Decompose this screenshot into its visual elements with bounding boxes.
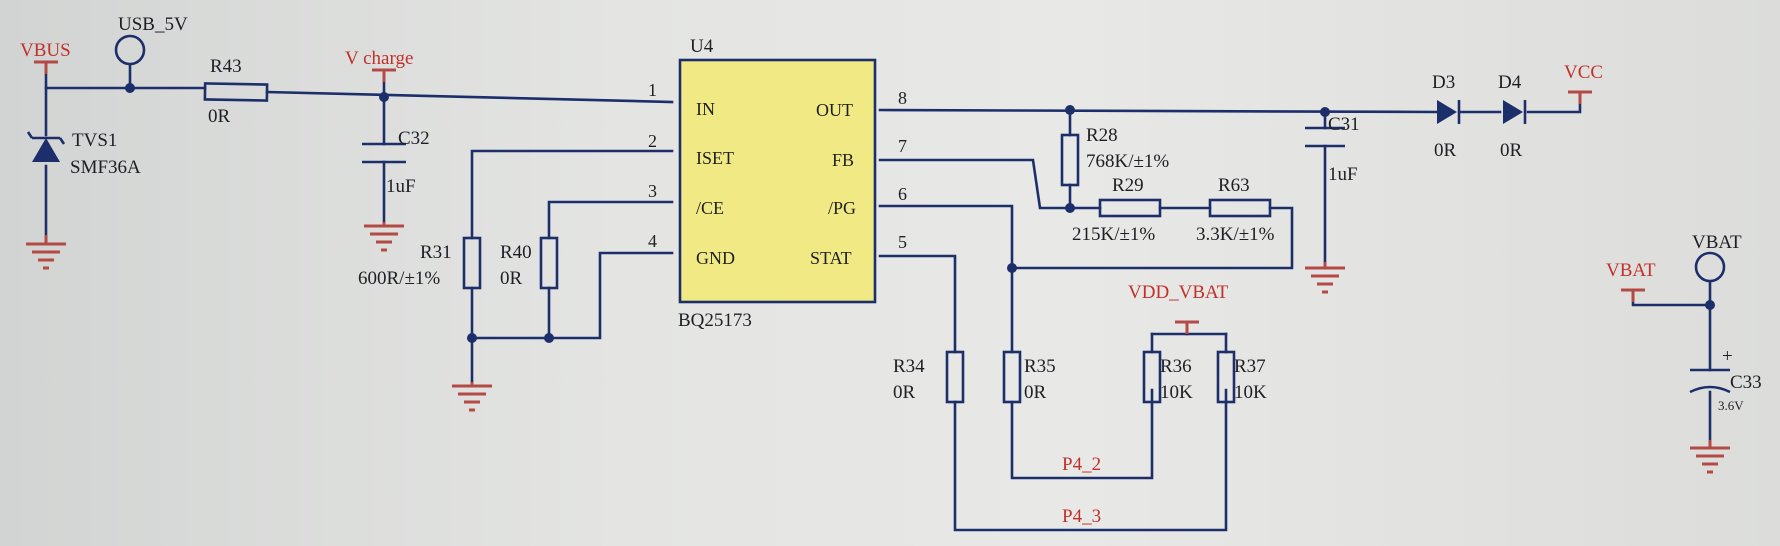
test-points: USB_5V VBAT (114, 14, 1742, 283)
net-usb-5v: USB_5V (118, 14, 188, 35)
d4-ref: D4 (1498, 72, 1522, 93)
r35-value: 0R (1024, 382, 1047, 403)
c33-value: 3.6V (1718, 398, 1744, 413)
c31-ref: C31 (1328, 114, 1360, 135)
r31-value: 600R/±1% (358, 268, 440, 289)
pin-7-num: 7 (898, 136, 907, 156)
pin-stat: STAT (810, 248, 852, 268)
r43-value: 0R (208, 106, 231, 127)
d3-ref: D3 (1432, 72, 1455, 93)
d3: D3 0R (1432, 72, 1461, 161)
pin-fb: FB (832, 150, 854, 170)
c32-value: 1uF (386, 176, 416, 197)
net-vbus: VBUS (20, 40, 71, 61)
pin-5-num: 5 (898, 232, 907, 252)
c31: C31 1uF (1305, 114, 1360, 185)
tvs1: TVS1 SMF36A (26, 130, 141, 178)
pin-2-num: 2 (648, 131, 657, 151)
pin-3-num: 3 (648, 181, 657, 201)
r63-ref: R63 (1218, 175, 1250, 196)
d4-value: 0R (1500, 140, 1523, 161)
ground-icon (1305, 262, 1345, 294)
r28: R28 768K/±1% (1060, 125, 1169, 187)
net-vcc: VCC (1564, 62, 1603, 83)
r40: R40 0R (500, 236, 559, 290)
r29: R29 215K/±1% (1072, 175, 1162, 245)
c32-ref: C32 (398, 128, 430, 149)
ic-u4: U4 BQ25173 1 2 3 4 IN ISET /CE GND 8 7 6… (648, 36, 907, 331)
pin-8-num: 8 (898, 88, 907, 108)
r31: R31 600R/±1% (358, 236, 482, 290)
r34-ref: R34 (893, 356, 925, 377)
r35: R35 0R (1002, 350, 1056, 404)
tvs1-value: SMF36A (70, 157, 141, 178)
r29-value: 215K/±1% (1072, 224, 1155, 245)
r36: R36 10K (1142, 350, 1193, 404)
ground-icon (364, 222, 404, 252)
junctions (125, 83, 1715, 343)
c33-ref: C33 (1730, 372, 1762, 393)
diode-icon (1503, 100, 1523, 124)
ground-icon (452, 382, 492, 412)
r31-ref: R31 (420, 242, 452, 263)
net-v-charge: V charge (345, 48, 413, 69)
pin-out: OUT (816, 100, 853, 120)
power-ports: VBUS V charge VCC VDD_VBAT VBAT P4_2 P4_… (20, 40, 1656, 527)
r40-value: 0R (500, 268, 523, 289)
r40-ref: R40 (500, 242, 532, 263)
r34: R34 0R (893, 350, 965, 404)
c33-polarity-plus-icon: + (1722, 346, 1733, 367)
usb-5v-testpoint-icon (114, 34, 146, 66)
diode-icon (1437, 100, 1457, 124)
pin-ce: /CE (696, 198, 724, 218)
net-p4-2: P4_2 (1062, 454, 1101, 475)
tvs1-ref: TVS1 (72, 130, 117, 151)
ground-icon (26, 235, 66, 270)
r37-value: 10K (1234, 382, 1267, 403)
r63-value: 3.3K/±1% (1196, 224, 1275, 245)
net-vdd-vbat: VDD_VBAT (1128, 282, 1229, 303)
r63: R63 3.3K/±1% (1196, 175, 1275, 245)
r37: R37 10K (1216, 350, 1267, 404)
pin-pg: /PG (828, 198, 856, 218)
c33: + C33 3.6V (1689, 346, 1762, 413)
net-vbat-testpoint: VBAT (1692, 232, 1742, 253)
r36-ref: R36 (1160, 356, 1192, 377)
net-p4-3: P4_3 (1062, 506, 1101, 527)
r37-ref: R37 (1234, 356, 1266, 377)
d3-value: 0R (1434, 140, 1457, 161)
pin-gnd: GND (696, 248, 735, 268)
wires (44, 64, 1712, 532)
c31-value: 1uF (1328, 164, 1358, 185)
r34-value: 0R (893, 382, 916, 403)
pin-6-num: 6 (898, 184, 907, 204)
pin-1-num: 1 (648, 80, 657, 100)
vbat-testpoint-icon (1694, 251, 1726, 283)
ic-ref: U4 (690, 36, 714, 57)
ic-part: BQ25173 (678, 310, 752, 331)
pin-in: IN (696, 99, 715, 119)
ground-icon (1690, 440, 1730, 474)
tvs-diode-icon (32, 138, 60, 162)
r43: R43 0R (203, 56, 269, 127)
r28-value: 768K/±1% (1086, 151, 1169, 172)
d4: D4 0R (1498, 72, 1527, 161)
net-vbat-port: VBAT (1606, 260, 1656, 281)
r36-value: 10K (1160, 382, 1193, 403)
c32: C32 1uF (362, 128, 430, 197)
r35-ref: R35 (1024, 356, 1056, 377)
grounds (26, 222, 1730, 474)
r29-ref: R29 (1112, 175, 1144, 196)
r28-ref: R28 (1086, 125, 1118, 146)
pin-iset: ISET (696, 148, 734, 168)
pin-4-num: 4 (648, 231, 657, 251)
r43-ref: R43 (210, 56, 242, 77)
